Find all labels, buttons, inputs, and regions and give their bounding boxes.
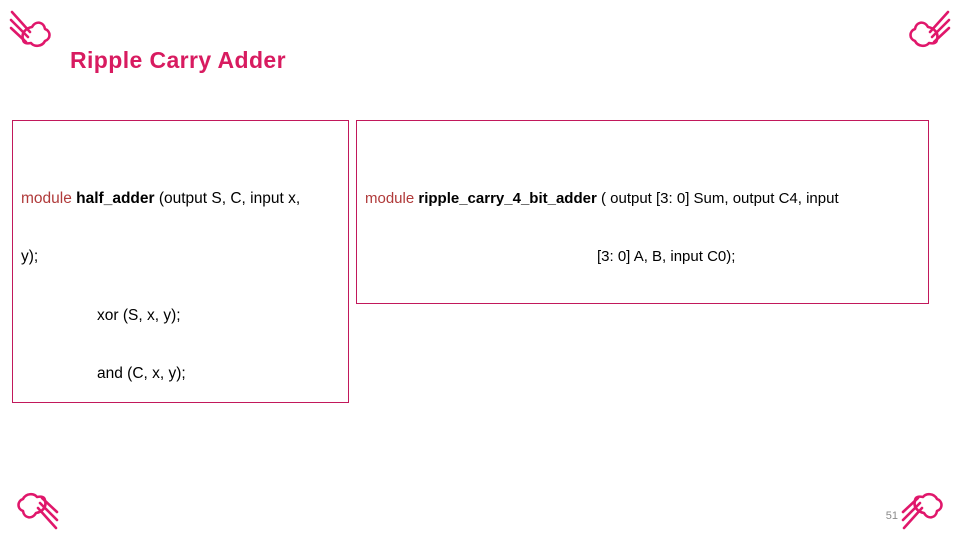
code-block-left: module half_adder (output S, C, input x,… (12, 120, 349, 403)
keyword-module: module (365, 189, 415, 207)
verilog-code-right: module ripple_carry_4_bit_adder ( output… (357, 121, 928, 303)
code-line: y); (21, 248, 39, 265)
university-logo-top-right (900, 6, 952, 56)
code-line: xor (S, x, y); (21, 306, 344, 326)
module-name-ripple-carry-4-bit-adder: ripple_carry_4_bit_adder (418, 189, 597, 207)
code-line: module half_adder (output S, C, input x, (21, 189, 344, 209)
page-title: Ripple Carry Adder (70, 47, 286, 73)
code-line: and (C, x, y); (21, 364, 344, 384)
code-line: [3: 0] A, B, input C0); (365, 247, 924, 267)
university-logo-bottom-left (8, 484, 60, 534)
module-ports-cont: [3: 0] A, B, input C0); (597, 248, 736, 265)
page-number: 51 (885, 510, 898, 522)
module-ports: ( output [3: 0] Sum, output C4, input (596, 189, 839, 207)
university-logo-bottom-right (900, 484, 952, 534)
code-line: module ripple_carry_4_bit_adder ( output… (365, 189, 924, 209)
module-name-half-adder: half_adder (76, 189, 155, 207)
code-statement: and (C, x, y); (97, 365, 186, 382)
verilog-code-left: module half_adder (output S, C, input x,… (13, 121, 348, 402)
code-block-right: module ripple_carry_4_bit_adder ( output… (356, 120, 929, 304)
keyword-module: module (21, 189, 72, 207)
university-logo-top-left (8, 6, 60, 56)
code-statement: xor (S, x, y); (97, 306, 181, 324)
module-ports: (output S, C, input x, (154, 189, 301, 207)
